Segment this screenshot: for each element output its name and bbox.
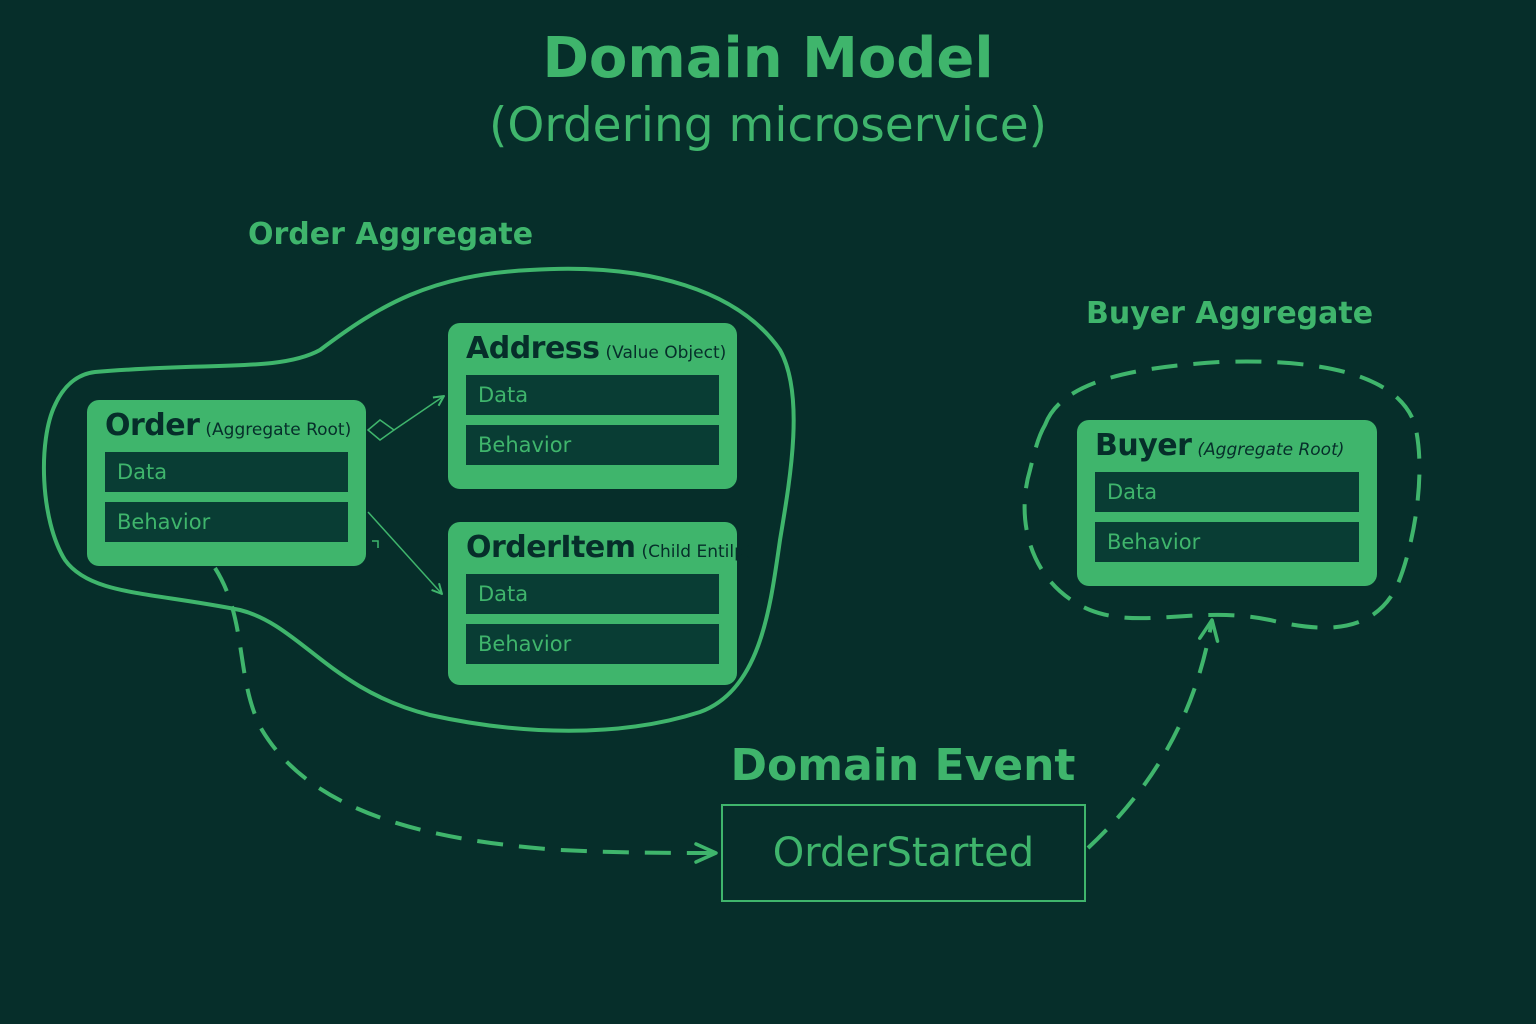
buyer-entity-card: Buyer (Aggregate Root) Data Behavior (1077, 420, 1377, 586)
order-to-address-line (393, 396, 444, 431)
buyer-entity-name: Buyer (1095, 428, 1192, 463)
order-started-event-box: OrderStarted (721, 804, 1086, 902)
orderitem-entity-header: OrderItem (Child Entilp) (466, 522, 752, 574)
orderitem-link-tick (372, 540, 379, 548)
order-entity-kind: (Aggregate Root) (205, 420, 352, 440)
buyer-behavior-row: Behavior (1095, 522, 1359, 562)
orderitem-data-row: Data (466, 574, 719, 614)
order-entity-card: Order (Aggregate Root) Data Behavior (87, 400, 366, 566)
order-address-aggregation-diamond (366, 419, 396, 441)
order-to-event-dashed-arrow (213, 566, 718, 864)
order-data-row: Data (105, 452, 348, 492)
address-entity-header: Address (Value Object) (466, 323, 726, 375)
address-entity-name: Address (466, 331, 600, 366)
domain-event-label: Domain Event (730, 740, 1076, 791)
address-data-row: Data (466, 375, 719, 415)
buyer-aggregate-boundary (1022, 359, 1422, 630)
orderitem-behavior-row: Behavior (466, 624, 719, 664)
order-to-orderitem-line (367, 511, 442, 594)
buyer-entity-header: Buyer (Aggregate Root) (1095, 420, 1359, 472)
diagram-title: Domain Model (542, 26, 994, 91)
order-aggregate-boundary (41, 266, 796, 733)
orderitem-entity-kind: (Child Entilp) (641, 542, 752, 562)
order-behavior-row: Behavior (105, 502, 348, 542)
order-entity-header: Order (Aggregate Root) (105, 400, 351, 452)
orderitem-entity-card: OrderItem (Child Entilp) Data Behavior (448, 522, 752, 685)
order-aggregate-label: Order Aggregate (248, 217, 534, 252)
order-entity-name: Order (105, 408, 200, 443)
orderitem-entity-name: OrderItem (466, 530, 636, 565)
diagram-subtitle: (Ordering microservice) (489, 98, 1047, 153)
buyer-aggregate-label: Buyer Aggregate (1086, 296, 1374, 331)
address-behavior-row: Behavior (466, 425, 719, 465)
address-entity-kind: (Value Object) (605, 343, 727, 363)
buyer-entity-kind: (Aggregate Root) (1197, 440, 1345, 460)
event-to-buyer-dashed-arrow (1086, 618, 1220, 850)
buyer-data-row: Data (1095, 472, 1359, 512)
address-entity-card: Address (Value Object) Data Behavior (448, 323, 737, 489)
